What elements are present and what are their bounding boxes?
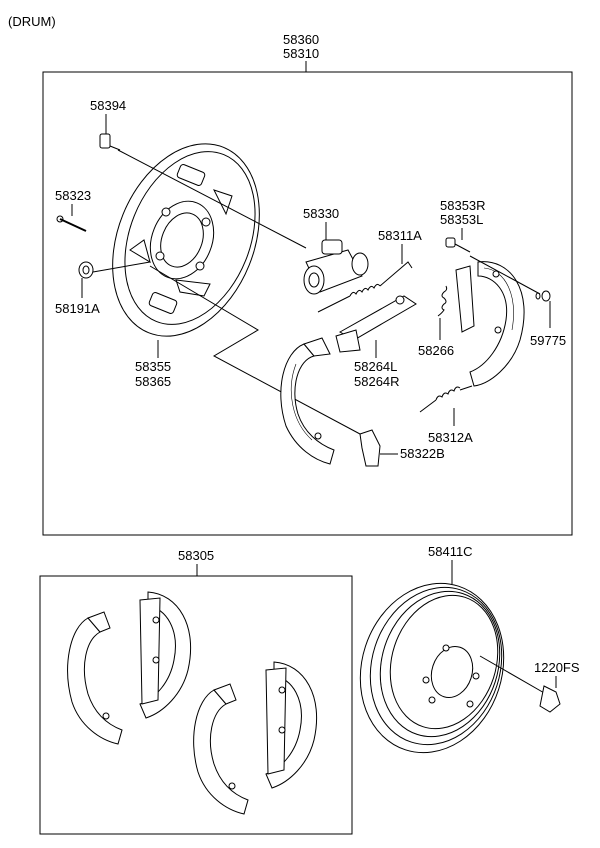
right-brake-shoe xyxy=(469,261,525,387)
label-58264r[interactable]: 58264R xyxy=(354,374,400,389)
pin-58323 xyxy=(56,215,87,232)
label-58264l[interactable]: 58264L xyxy=(354,359,397,374)
label-58311a[interactable]: 58311A xyxy=(378,228,422,243)
label-1220fs[interactable]: 1220FS xyxy=(534,660,580,675)
clip-59775 xyxy=(535,290,551,302)
label-58312a[interactable]: 58312A xyxy=(428,430,473,445)
backing-plate xyxy=(112,143,260,337)
label-58266[interactable]: 58266 xyxy=(418,343,454,358)
adjuster-58353 xyxy=(445,237,475,333)
spring-58311a xyxy=(317,261,413,313)
left-brake-shoe xyxy=(280,337,335,465)
label-58394[interactable]: 58394 xyxy=(90,98,126,113)
nut-58191a xyxy=(78,261,94,279)
shoe-kit-frame xyxy=(39,575,353,835)
spring-58312a xyxy=(419,385,473,413)
brake-drum xyxy=(359,582,505,754)
label-58360[interactable]: 58360 xyxy=(283,32,319,47)
label-58353l[interactable]: 58353L xyxy=(440,212,483,227)
label-58322b[interactable]: 58322B xyxy=(400,446,445,461)
kit-shoe-2 xyxy=(139,591,192,719)
label-58353r[interactable]: 58353R xyxy=(440,198,486,213)
wheel-cylinder-58330 xyxy=(303,239,369,295)
label-58323[interactable]: 58323 xyxy=(55,188,91,203)
kit-shoe-1 xyxy=(67,611,123,745)
label-58310[interactable]: 58310 xyxy=(283,46,319,61)
lever-58264 xyxy=(335,295,417,353)
kit-shoe-4 xyxy=(265,661,318,789)
label-58355[interactable]: 58355 xyxy=(135,359,171,374)
label-58191a[interactable]: 58191A xyxy=(55,301,100,316)
label-59775[interactable]: 59775 xyxy=(530,333,566,348)
label-58305[interactable]: 58305 xyxy=(178,548,214,563)
spring-58266 xyxy=(437,285,448,317)
label-58365[interactable]: 58365 xyxy=(135,374,171,389)
retainer-58322b xyxy=(359,429,381,467)
main-assembly-frame xyxy=(42,71,573,536)
screw-1220fs xyxy=(479,655,561,713)
kit-shoe-3 xyxy=(193,683,249,815)
label-58330[interactable]: 58330 xyxy=(303,206,339,221)
label-58411c[interactable]: 58411C xyxy=(428,544,473,559)
bolt-58394 xyxy=(99,133,121,151)
diagram-title: (DRUM) xyxy=(8,14,56,29)
